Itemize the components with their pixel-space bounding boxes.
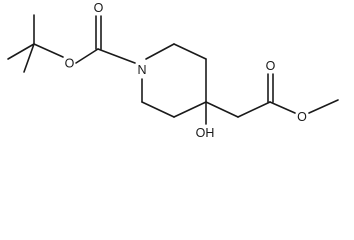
tert-butyl-group <box>7 14 64 73</box>
bond-oxygen-to-carbonyl-carbon <box>75 48 99 64</box>
label-ring-nitrogen: N <box>137 63 146 77</box>
bond-tbu-methyl-left <box>7 43 35 60</box>
bond-n-c2 <box>145 43 175 60</box>
label-ester-carbonyl-oxygen: O <box>266 59 276 73</box>
label-hydroxyl: OH <box>196 126 215 140</box>
bond-o-to-methyl <box>308 99 339 114</box>
label-ester-methoxy-oxygen: O <box>297 110 307 124</box>
bond-c2-c3 <box>173 43 207 60</box>
piperidine-ring <box>141 43 207 118</box>
methyl-ester-side-chain <box>205 73 339 118</box>
boc-carbamate <box>75 15 136 64</box>
label-carbamate-ester-oxygen: O <box>65 57 75 71</box>
bond-carbonyl-carbon-to-nitrogen <box>97 48 136 64</box>
bond-ester-carbon-to-o <box>269 101 296 114</box>
bond-tbu-to-oxygen <box>33 43 64 58</box>
atom-labels: O O N OH O O <box>65 1 308 140</box>
bond-tbu-methyl-down <box>23 43 35 73</box>
bond-ch2-to-ester-carbon <box>237 101 271 118</box>
bond-c4-c5 <box>173 101 207 118</box>
bond-c4-to-ch2 <box>205 101 239 118</box>
structure-diagram: O O N OH O O <box>7 1 339 140</box>
bond-c5-c6 <box>141 101 175 118</box>
label-carbamate-carbonyl-oxygen: O <box>94 1 104 15</box>
